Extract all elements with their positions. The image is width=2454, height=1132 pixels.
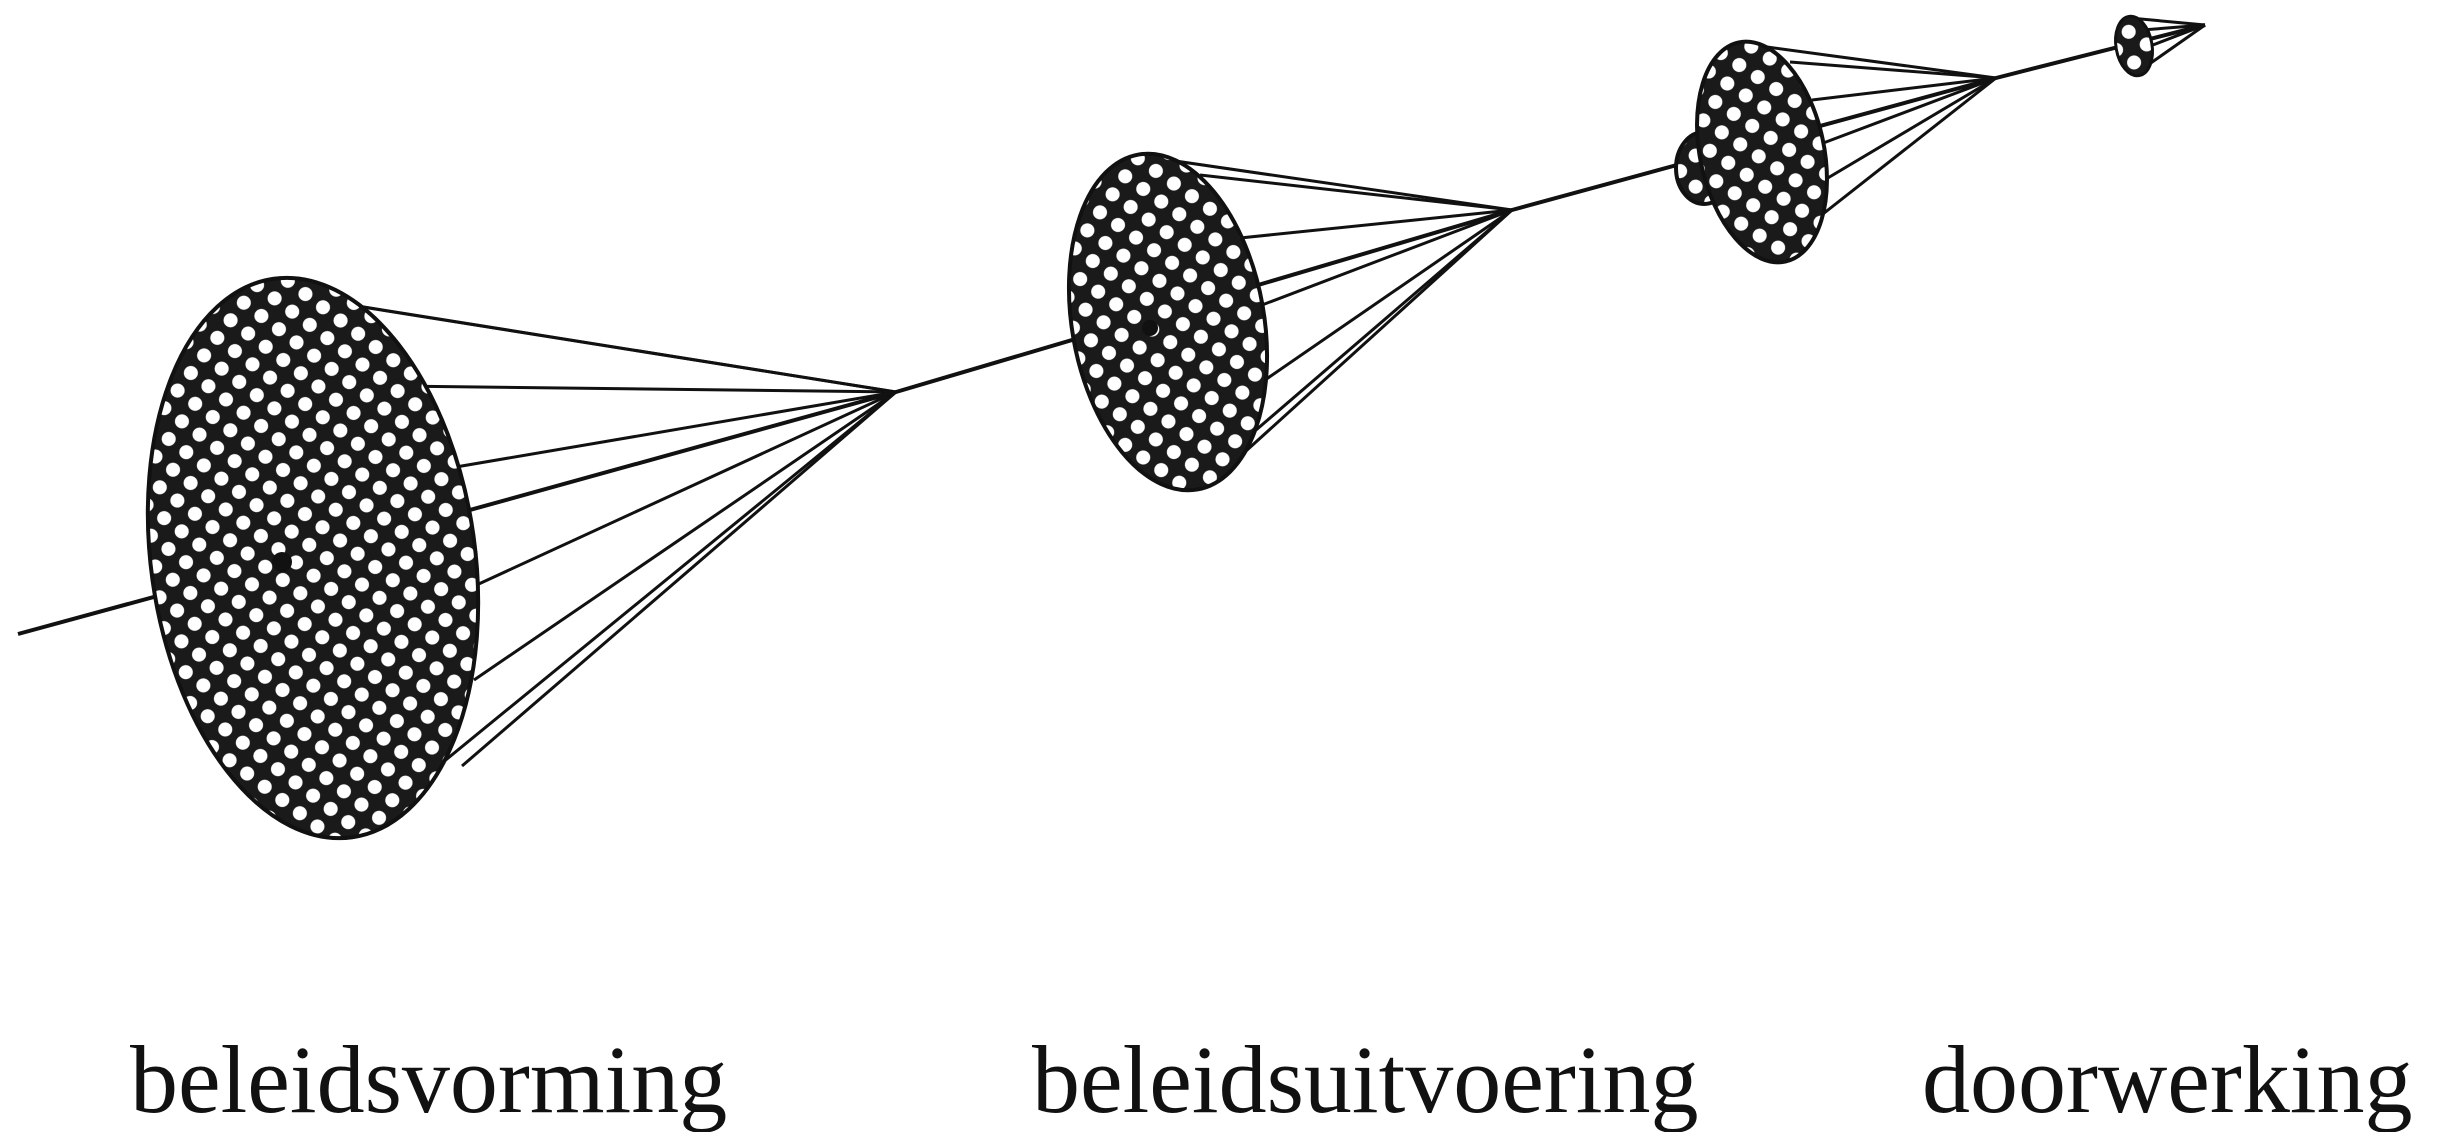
label-beleidsuitvoering: beleidsuitvoering	[1032, 1026, 1699, 1132]
disc-center	[1142, 320, 1158, 336]
cone-lines	[1744, 42, 1997, 234]
cone-lines	[1133, 153, 1514, 472]
label-doorwerking: doorwerking	[1922, 1026, 2413, 1132]
cone-base-disc	[2114, 14, 2154, 78]
cone-doorwerking	[1674, 39, 1997, 265]
label-beleidsvorming: beleidsvorming	[130, 1026, 727, 1132]
cone-lines	[267, 290, 897, 832]
cone-tip	[2114, 14, 2206, 78]
cone-base-disc	[1695, 39, 1829, 265]
cone-base-disc	[1066, 151, 1270, 493]
cone-base-disc	[145, 275, 481, 841]
disc-center	[272, 552, 292, 572]
cone-beleidsvorming	[145, 275, 897, 841]
cone-beleidsuitvoering	[1066, 151, 1514, 493]
